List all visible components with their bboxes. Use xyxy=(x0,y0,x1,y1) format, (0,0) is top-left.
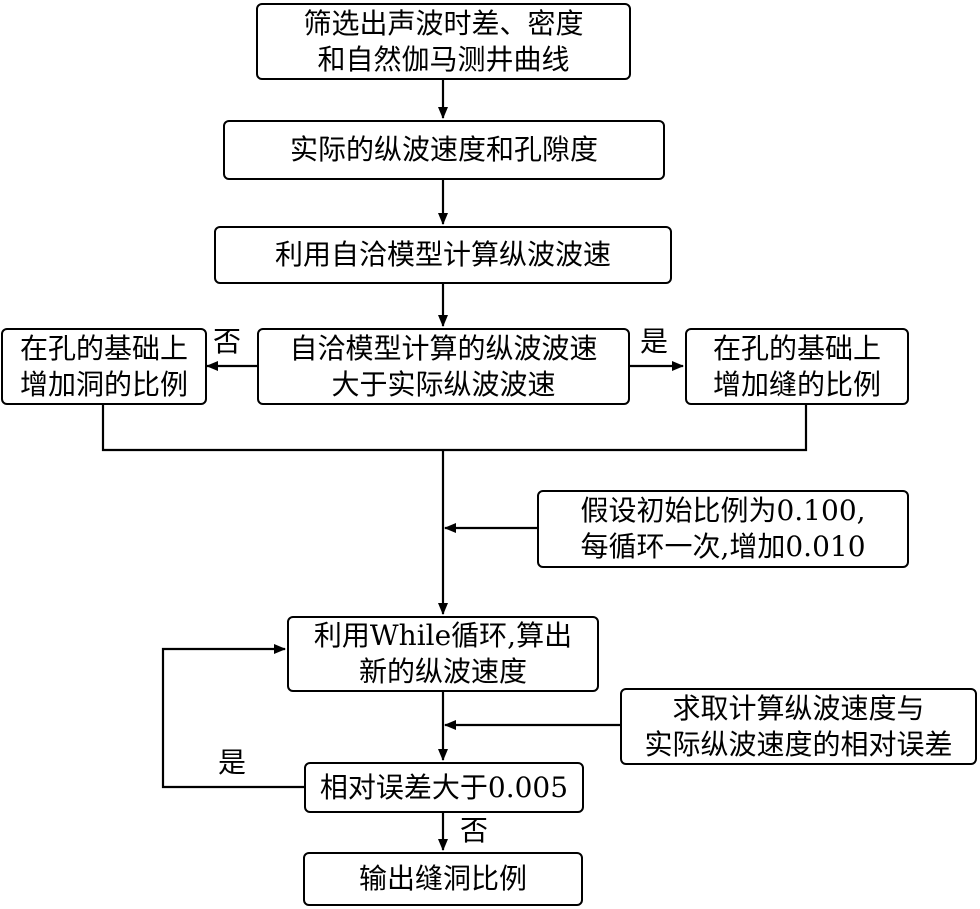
node-text: 每循环一次,增加0.010 xyxy=(580,530,866,563)
node-text: 在孔的基础上 xyxy=(712,331,881,365)
node-text: 利用自洽模型计算纵波波速 xyxy=(274,238,611,271)
node-while-loop: 利用While循环,算出 新的纵波速度 xyxy=(287,616,599,692)
node-text: 求取计算纵波速度与 xyxy=(672,691,925,725)
node-text: 实际纵波速度的相对误差 xyxy=(644,727,953,761)
node-sca-compute: 利用自洽模型计算纵波波速 xyxy=(214,226,672,284)
node-add-fracture: 在孔的基础上 增加缝的比例 xyxy=(685,328,909,405)
node-filter-curves: 筛选出声波时差、密度 和自然伽马测井曲线 xyxy=(256,3,631,80)
node-actual-velocity: 实际的纵波速度和孔隙度 xyxy=(223,120,665,180)
node-text: 大于实际纵波波速 xyxy=(331,367,556,401)
node-text: 筛选出声波时差、密度 xyxy=(303,6,584,40)
edge-label-no-down: 否 xyxy=(460,814,489,847)
node-text: 假设初始比例为0.100, xyxy=(580,494,866,527)
arrow-loop-back xyxy=(161,644,304,789)
node-text: 自洽模型计算的纵波波速 xyxy=(289,331,598,365)
node-output: 输出缝洞比例 xyxy=(303,852,583,906)
node-text: 和自然伽马测井曲线 xyxy=(317,42,570,76)
node-text: 实际的纵波速度和孔隙度 xyxy=(289,133,598,166)
node-text: 增加缝的比例 xyxy=(712,367,881,401)
node-relative-error: 求取计算纵波速度与 实际纵波速度的相对误差 xyxy=(620,688,977,765)
node-text: 输出缝洞比例 xyxy=(358,862,527,895)
edge-label-yes-right: 是 xyxy=(640,325,669,358)
node-text: 新的纵波速度 xyxy=(358,655,527,688)
node-text: 在孔的基础上 xyxy=(19,331,188,365)
node-error-check: 相对误差大于0.005 xyxy=(304,762,584,813)
node-add-vug: 在孔的基础上 增加洞的比例 xyxy=(1,328,207,405)
edge-label-yes-loop: 是 xyxy=(218,746,247,779)
edge-label-no-left: 否 xyxy=(213,325,242,358)
node-text: 增加洞的比例 xyxy=(19,367,188,401)
node-text: 相对误差大于0.005 xyxy=(319,770,569,804)
node-initial-ratio: 假设初始比例为0.100, 每循环一次,增加0.010 xyxy=(537,490,909,568)
merge-line-vug xyxy=(101,405,808,452)
node-text: 利用While循环,算出 xyxy=(313,619,573,652)
node-compare: 自洽模型计算的纵波波速 大于实际纵波波速 xyxy=(257,328,630,405)
